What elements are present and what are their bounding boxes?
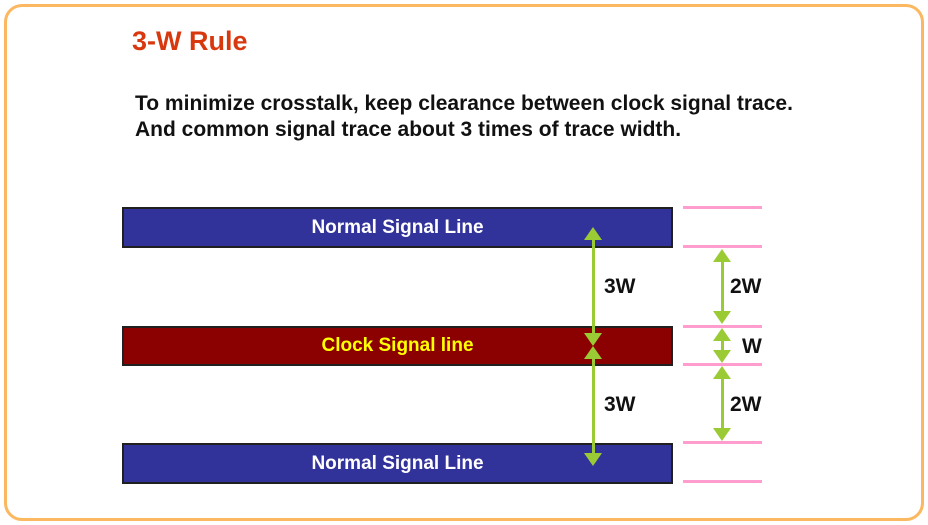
tick-line-bottom-blue-bottom-edge [683,480,762,483]
normal-signal-bar-top-label: Normal Signal Line [311,216,484,238]
label-3w-bottom: 3W [604,393,636,416]
label-2w-bottom: 2W [730,393,762,416]
arrow-shaft [591,350,595,462]
tick-line-bottom-blue-top-edge [683,441,762,444]
dimension-arrow-2w-bottom [713,366,731,441]
arrowhead-down-icon [713,311,731,324]
normal-signal-bar-bottom: Normal Signal Line [122,443,673,484]
arrow-shaft [720,253,724,320]
normal-signal-bar-bottom-label: Normal Signal Line [311,452,484,474]
arrowhead-down-icon [713,350,731,363]
label-2w-top: 2W [730,275,762,298]
normal-signal-bar-top: Normal Signal Line [122,207,673,248]
arrowhead-down-icon [713,428,731,441]
tick-line-blue-bottom-edge [683,245,762,248]
dimension-arrow-2w-top [713,249,731,324]
arrow-shaft [591,231,595,342]
dimension-arrow-3w-bottom [584,346,602,466]
clock-signal-bar-label: Clock Signal line [321,335,474,356]
arrow-shaft [720,332,724,359]
arrowhead-down-icon [584,333,602,346]
dimension-arrow-w [713,328,731,363]
tick-line-clock-top-edge [683,325,762,328]
description-line-1: To minimize crosstalk, keep clearance be… [135,92,793,115]
description: To minimize crosstalk, keep clearance be… [135,91,793,143]
tick-line-blue-top-edge [683,206,762,209]
label-3w-top: 3W [604,275,636,298]
dimension-arrow-3w-top [584,227,602,346]
clock-signal-bar: Clock Signal line [122,326,673,366]
label-w: W [742,335,762,358]
tick-line-clock-bottom-edge [683,363,762,366]
arrowhead-down-icon [584,453,602,466]
arrow-shaft [720,370,724,437]
page-title: 3-W Rule [132,26,248,56]
description-line-2: And common signal trace about 3 times of… [135,118,682,141]
